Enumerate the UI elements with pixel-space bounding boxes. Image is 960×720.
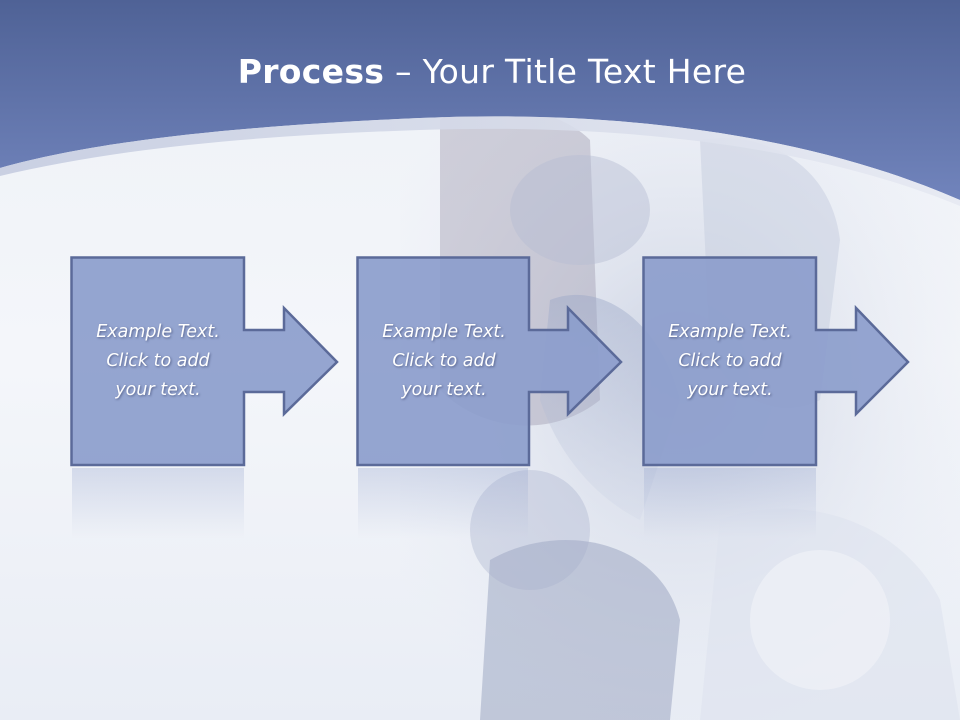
process-step-2[interactable]: Example Text. Click to add your text. (356, 256, 636, 468)
step-reflection (72, 468, 244, 538)
title-bold-part: Process (237, 52, 385, 91)
title-regular-part: – Your Title Text Here (384, 52, 747, 91)
process-step-3[interactable]: Example Text. Click to add your text. (642, 256, 922, 468)
background-photo (400, 100, 960, 720)
step-text[interactable]: Example Text. Click to add your text. (96, 321, 220, 400)
step-text[interactable]: Example Text. Click to add your text. (668, 321, 792, 400)
arrow-box-shape (356, 256, 623, 467)
arrow-box-shape (642, 256, 910, 467)
header-band (0, 0, 960, 206)
step-reflection (644, 468, 816, 538)
slide-title[interactable]: Process – Your Title Text Here (0, 52, 960, 91)
process-step-1[interactable]: Example Text. Click to add your text. (70, 256, 350, 468)
step-reflection (358, 468, 528, 538)
step-text[interactable]: Example Text. Click to add your text. (382, 321, 506, 400)
arrow-box-shape (70, 256, 339, 467)
